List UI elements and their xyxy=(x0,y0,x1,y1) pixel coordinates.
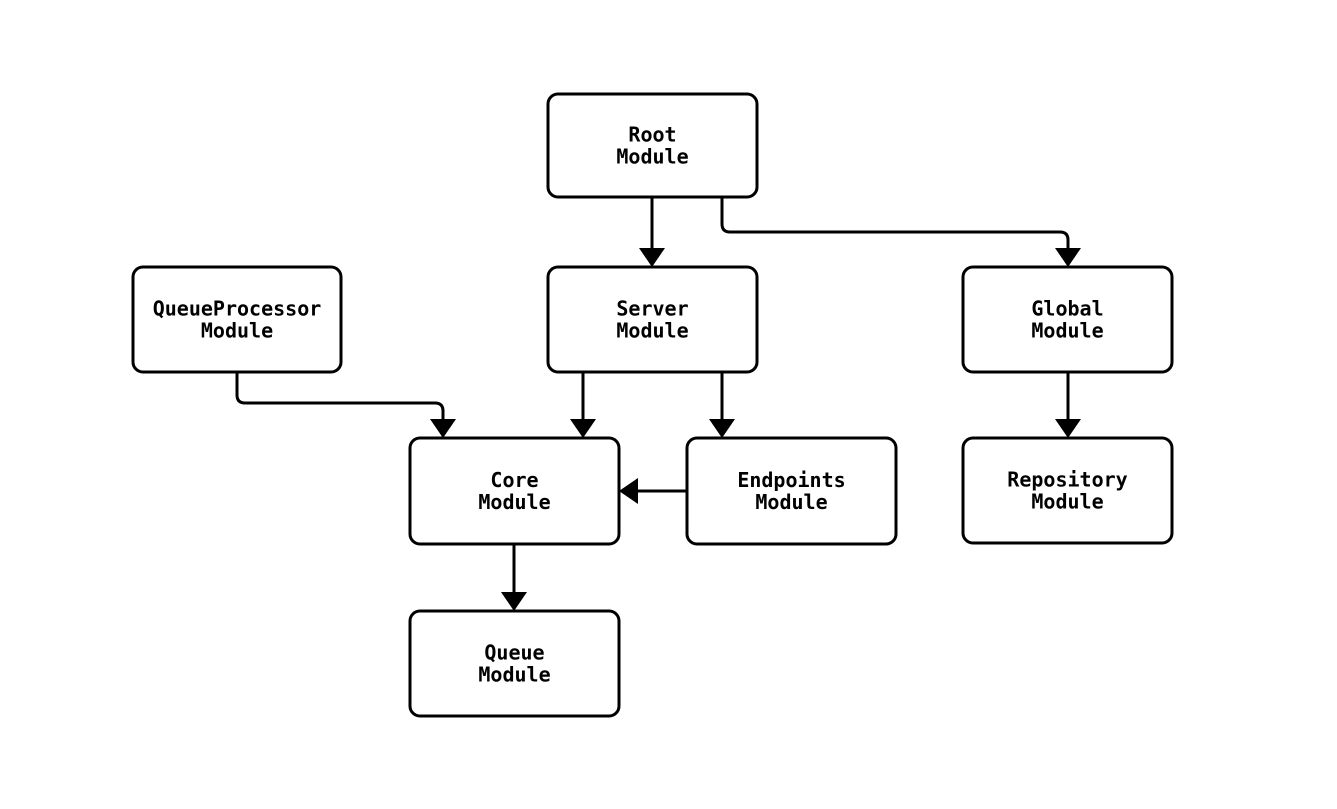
edge-line-queueprocessor-to-core xyxy=(235,372,445,421)
node-queueprocessor-box xyxy=(131,265,343,374)
edge-server-to-endpoints xyxy=(709,372,735,438)
node-server-label-line: Module xyxy=(616,319,688,343)
node-global-label-line: Global xyxy=(1031,297,1103,321)
node-queue-box xyxy=(408,609,621,718)
edge-global-to-repository xyxy=(1055,372,1081,438)
node-queueprocessor-label-line: Module xyxy=(201,319,273,343)
arrowhead-icon xyxy=(430,419,456,438)
arrowhead-icon xyxy=(1055,248,1081,267)
edge-core-to-queue xyxy=(501,544,527,611)
node-core-box xyxy=(408,436,621,546)
arrowhead-icon xyxy=(501,592,527,611)
node-queue-label-line: Module xyxy=(478,663,550,687)
edge-root-to-global xyxy=(720,197,1081,267)
node-root-box xyxy=(546,92,759,199)
node-server-label-line: Server xyxy=(616,297,688,321)
node-repository-label-line: Module xyxy=(1031,490,1103,514)
node-global-label-line: Module xyxy=(1031,319,1103,343)
node-server-box xyxy=(546,265,759,374)
node-root-label-line: Root xyxy=(628,123,676,147)
node-core-label-line: Module xyxy=(478,490,550,514)
node-repository-box xyxy=(961,436,1174,545)
arrowhead-icon xyxy=(570,419,596,438)
arrowhead-icon xyxy=(619,478,638,504)
node-endpoints-label-line: Endpoints xyxy=(737,468,845,492)
node-endpoints-label-line: Module xyxy=(755,490,827,514)
node-core-label-line: Core xyxy=(490,468,538,492)
edge-endpoints-to-core xyxy=(619,478,687,504)
edge-server-to-core xyxy=(570,372,596,438)
node-endpoints-box xyxy=(685,436,898,546)
arrowhead-icon xyxy=(1055,419,1081,438)
arrowhead-icon xyxy=(639,248,665,267)
node-root-label-line: Module xyxy=(616,145,688,169)
node-repository-label-line: Repository xyxy=(1007,468,1127,492)
edge-line-root-to-global xyxy=(720,197,1070,250)
node-queue-label-line: Queue xyxy=(484,641,544,665)
edge-root-to-server xyxy=(639,197,665,267)
edge-queueprocessor-to-core xyxy=(235,372,456,438)
arrowhead-icon xyxy=(709,419,735,438)
node-global-box xyxy=(961,265,1174,374)
node-queueprocessor-label-line: QueueProcessor xyxy=(153,297,322,321)
